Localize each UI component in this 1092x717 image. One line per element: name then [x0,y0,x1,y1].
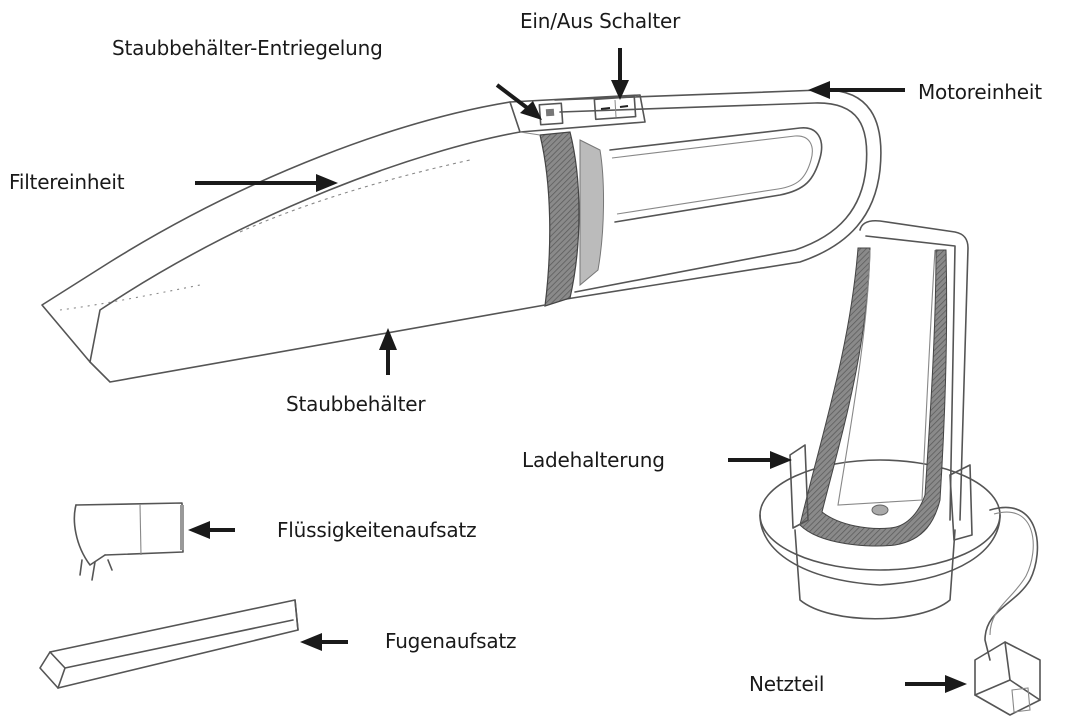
crevice-nozzle [39,599,299,689]
arrow-dust-container [379,328,397,375]
label-dust-release: Staubbehälter-Entriegelung [112,36,383,60]
power-adapter [974,641,1041,716]
arrow-dust-release [495,83,542,120]
arrow-power-adapter [905,675,967,693]
label-motor-unit: Motoreinheit [918,80,1042,104]
charging-stand [759,219,1039,661]
arrow-crevice-nozzle [300,633,348,651]
liquid-nozzle [73,502,184,581]
arrow-liquid-nozzle [188,521,235,539]
label-charging-holder: Ladehalterung [522,448,665,472]
label-power-switch: Ein/Aus Schalter [520,9,681,33]
vacuum-body [41,89,882,383]
label-dust-container: Staubbehälter [286,392,426,416]
label-power-adapter: Netzteil [749,672,825,696]
arrow-charging-holder [728,451,792,469]
arrow-motor-unit [808,81,905,99]
arrow-filter-unit [195,174,338,192]
label-filter-unit: Filtereinheit [9,170,125,194]
arrow-power-switch [611,48,629,100]
label-crevice-nozzle: Fugenaufsatz [385,629,517,653]
label-liquid-nozzle: Flüssigkeitenaufsatz [277,518,477,542]
